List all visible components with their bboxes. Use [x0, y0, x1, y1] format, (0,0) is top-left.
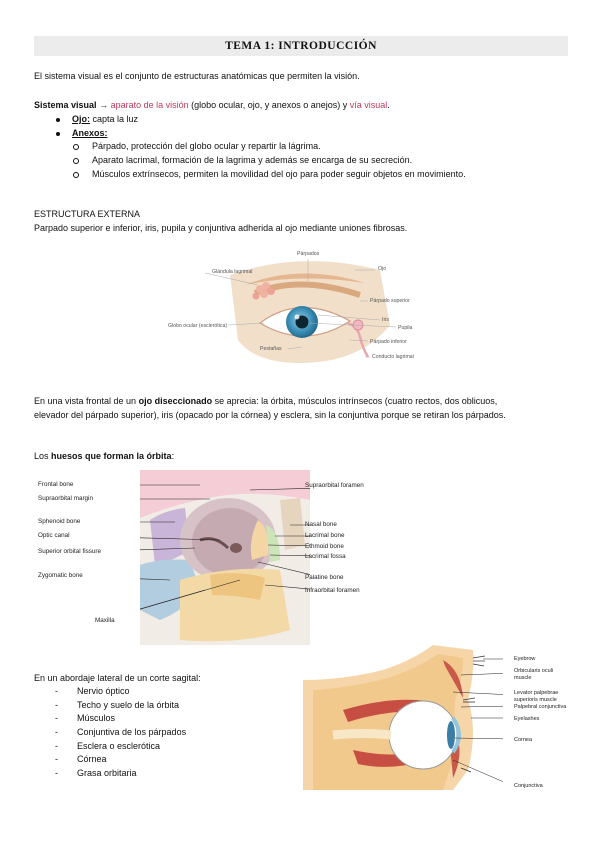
label-glandula: Glándula lagrimal [212, 269, 253, 275]
label-lacrimal-fossa: Lacrimal fossa [305, 553, 346, 560]
sistema-middle: (globo ocular, ojo, y anexos o anejos) y [191, 100, 348, 110]
anexos-item: Anexos: [56, 127, 108, 139]
circle-bullet-icon [73, 143, 79, 150]
label-levator-1: Levator palpebrae [514, 690, 559, 696]
sistema-visual-line: Sistema visual → aparato de la visión (g… [34, 99, 390, 111]
label-pupila: Pupila [398, 325, 413, 331]
arrow-glyph: → [99, 100, 109, 110]
label-parpados: Párpados [297, 251, 320, 257]
label-zygomatic-bone: Zygomatic bone [38, 572, 83, 579]
label-orbicularis-2: muscle [514, 675, 532, 681]
label-palatine-bone: Palatine bone [305, 574, 344, 581]
label-conjunctiva: Conjunctiva [514, 783, 543, 789]
anexo-item-1: Párpado, protección del globo ocular y r… [73, 140, 321, 152]
label-levator-2: superioris muscle [514, 697, 557, 703]
label-lacrimal-bone: Lacrimal bone [305, 532, 345, 539]
label-ojo: Ojo [378, 266, 387, 272]
ojo-item: Ojo: capta la luz [56, 113, 138, 125]
label-eyelashes: Eyelashes [514, 716, 540, 722]
label-orbicularis-1: Orbicularis oculi [514, 668, 554, 674]
frontal-bold: ojo diseccionado [138, 396, 213, 406]
bullet-icon [56, 131, 60, 136]
sagital-intro: En un abordaje lateral de un corte sagit… [34, 673, 201, 683]
orbit-bones-illustration [140, 470, 310, 645]
sagital-item: -Conjuntiva de los párpados [55, 727, 187, 737]
huesos-bold: huesos que forman la órbita [51, 451, 172, 461]
label-palpebral: Palpebral conjunctiva [514, 704, 567, 710]
externa-text: Parpado superior e inferior, iris, pupil… [34, 223, 408, 233]
frontal-line-1: En una vista frontal de un ojo diseccion… [34, 396, 498, 406]
sagittal-eye-illustration [303, 645, 503, 790]
frontal-line-2: elevador del párpado superior), iris (op… [34, 410, 506, 420]
anexo-item-2: Aparato lacrimal, formación de la lagrim… [73, 154, 412, 166]
label-pestanas: Pestañas [260, 346, 282, 352]
label-parpado-inf: Párpado inferior [370, 339, 407, 345]
ojo-label: Ojo: [72, 114, 90, 124]
label-maxilla: Maxilla [95, 617, 115, 624]
label-iris: Iris [382, 317, 389, 323]
label-ethmoid-bone: Ethmoid bone [305, 543, 344, 550]
label-sphenoid-bone: Sphenoid bone [38, 518, 81, 525]
label-parpado-sup: Párpado superior [370, 298, 410, 304]
aparato-text: aparato de la visión [110, 100, 189, 110]
label-cornea: Cornea [514, 737, 533, 743]
label-conducto: Conducto lagrimal [372, 354, 414, 360]
circle-bullet-icon [73, 171, 79, 178]
label-nasal-bone: Nasal bone [305, 521, 337, 528]
bullet-icon [56, 117, 60, 122]
anexo-item-3: Músculos extrínsecos, permiten la movili… [73, 168, 466, 180]
label-frontal-bone: Frontal bone [38, 481, 74, 488]
ojo-text: capta la luz [92, 114, 139, 124]
intro-text: El sistema visual es el conjunto de estr… [34, 71, 360, 81]
label-superior-orbital-fissure: Superior orbital fissure [38, 548, 101, 555]
externa-heading: ESTRUCTURA EXTERNA [34, 209, 141, 219]
sagital-item: -Grasa orbitaria [55, 768, 137, 778]
sistema-label: Sistema visual [34, 100, 97, 110]
label-supraorbital-margin: Supraorbital margin [38, 495, 93, 502]
page-title: TEMA 1: INTRODUCCIÓN [225, 40, 377, 52]
sagital-item: -Nervio óptico [55, 686, 130, 696]
sagital-item: -Músculos [55, 713, 116, 723]
huesos-line: Los huesos que forman la órbita: [34, 451, 175, 461]
sagital-item: -Córnea [55, 754, 107, 764]
circle-bullet-icon [73, 157, 79, 164]
label-infraorbital-foramen: Infraorbital foramen [305, 587, 360, 594]
label-optic-canal: Optic canal [38, 532, 70, 539]
sistema-end: . [387, 100, 390, 110]
eye-external-illustration [204, 259, 397, 363]
via-text: vía visual [349, 100, 388, 110]
label-globo: Globo ocular (esclerótica) [168, 323, 228, 329]
anexos-label: Anexos: [72, 128, 108, 138]
sagital-item: -Esclera o esclerótica [55, 741, 161, 751]
sagital-item: -Techo y suelo de la órbita [55, 700, 180, 710]
title-bar: TEMA 1: INTRODUCCIÓN [34, 36, 568, 56]
label-eyebrow: Eyebrow [514, 656, 536, 662]
label-supraorbital-foramen: Supraorbital foramen [305, 482, 364, 489]
